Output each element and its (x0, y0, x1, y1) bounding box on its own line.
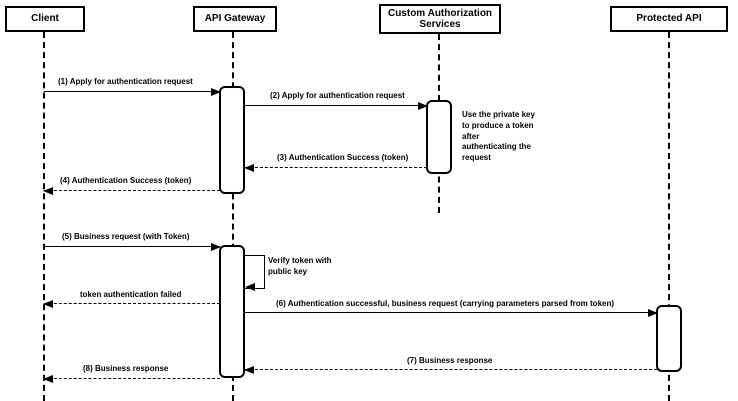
message-token-failed-label: token authentication failed (80, 290, 182, 299)
message-5-label: (5) Business request (with Token) (62, 232, 190, 241)
arrowhead-left-icon (43, 187, 53, 195)
self-message-label: Verify token with public key (268, 256, 332, 276)
message-7-label: (7) Business response (407, 356, 493, 365)
message-2-label: (2) Apply for authentication request (270, 91, 405, 100)
message-7-line (245, 369, 657, 370)
message-8-line (44, 378, 220, 379)
actor-box-custom-authorization-services: Custom Authorization Services (379, 4, 501, 34)
message-2-line (245, 105, 427, 106)
message-1-label: (1) Apply for authentication request (58, 77, 193, 86)
message-token-failed-line (44, 303, 220, 304)
activation-custom-authorization-services (426, 100, 452, 174)
arrowhead-left-icon (43, 375, 53, 383)
message-3-line (245, 167, 427, 168)
message-4-line (44, 190, 220, 191)
activation-api-gateway-auth (219, 86, 245, 194)
lifeline-api-gateway (232, 32, 234, 401)
arrowhead-left-icon (245, 283, 255, 291)
actor-box-protected-api: Protected API (610, 6, 728, 32)
message-5-line (44, 246, 220, 247)
arrowhead-left-icon (244, 164, 254, 172)
message-4-label: (4) Authentication Success (token) (60, 176, 192, 185)
note-private-key: Use the private key to produce a token a… (462, 110, 535, 163)
activation-api-gateway-business (219, 245, 245, 378)
arrowhead-right-icon (211, 88, 221, 96)
arrowhead-left-icon (43, 300, 53, 308)
message-8-label: (8) Business response (83, 364, 169, 373)
arrowhead-right-icon (418, 102, 428, 110)
self-message-loop (245, 255, 265, 289)
arrowhead-right-icon (648, 309, 658, 317)
message-6-label: (6) Authentication successful, business … (276, 299, 615, 308)
message-3-label: (3) Authentication Success (token) (277, 153, 409, 162)
actor-box-api-gateway: API Gateway (193, 6, 277, 32)
arrowhead-right-icon (211, 243, 221, 251)
actor-box-client: Client (5, 6, 85, 32)
arrowhead-left-icon (244, 366, 254, 374)
lifeline-protected-api (668, 32, 670, 401)
message-1-line (44, 91, 220, 92)
activation-protected-api (656, 305, 682, 372)
message-6-line (245, 312, 657, 313)
lifeline-client (43, 32, 45, 401)
